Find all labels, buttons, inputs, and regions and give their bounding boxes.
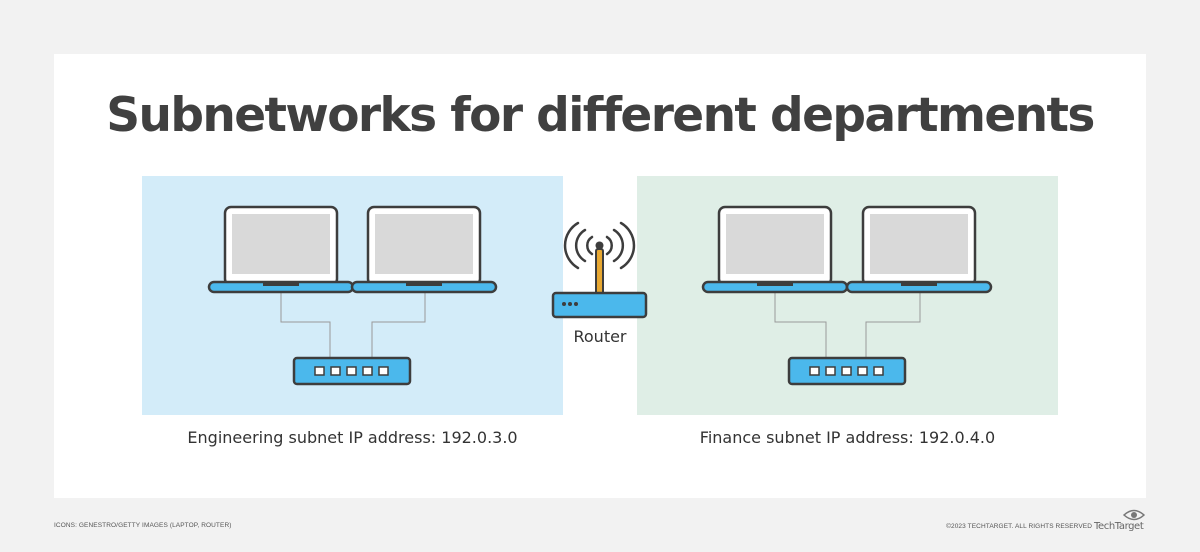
- wire: [371, 293, 426, 358]
- eye-logo-icon: [1122, 509, 1146, 521]
- wire: [774, 293, 827, 358]
- finance-subnet-caption: Finance subnet IP address: 192.0.4.0: [699, 428, 996, 447]
- wire: [280, 293, 331, 358]
- wire: [865, 293, 921, 358]
- laptop-icon: [701, 205, 849, 294]
- wifi-signal-icon: [563, 221, 636, 270]
- laptop-icon: [350, 205, 498, 294]
- laptop-icon: [207, 205, 355, 294]
- logo-text: TechTarget: [1094, 521, 1144, 532]
- engineering-wires: [280, 293, 426, 358]
- router-label: Router: [573, 327, 627, 346]
- diagram-title: Subnetworks for different departments: [106, 88, 1095, 143]
- switch-icon: [292, 356, 412, 386]
- techtarget-logo: TechTarget: [1094, 507, 1148, 535]
- engineering-subnet-caption: Engineering subnet IP address: 192.0.3.0: [187, 428, 518, 447]
- icon-credit: ICONS: GENESTRO/GETTY IMAGES (LAPTOP, RO…: [54, 522, 232, 529]
- switch-icon: [787, 356, 907, 386]
- finance-wires: [774, 293, 921, 358]
- copyright-notice: ©2023 TECHTARGET. ALL RIGHTS RESERVED: [946, 523, 1092, 530]
- router-icon: [551, 221, 648, 319]
- laptop-icon: [845, 205, 993, 294]
